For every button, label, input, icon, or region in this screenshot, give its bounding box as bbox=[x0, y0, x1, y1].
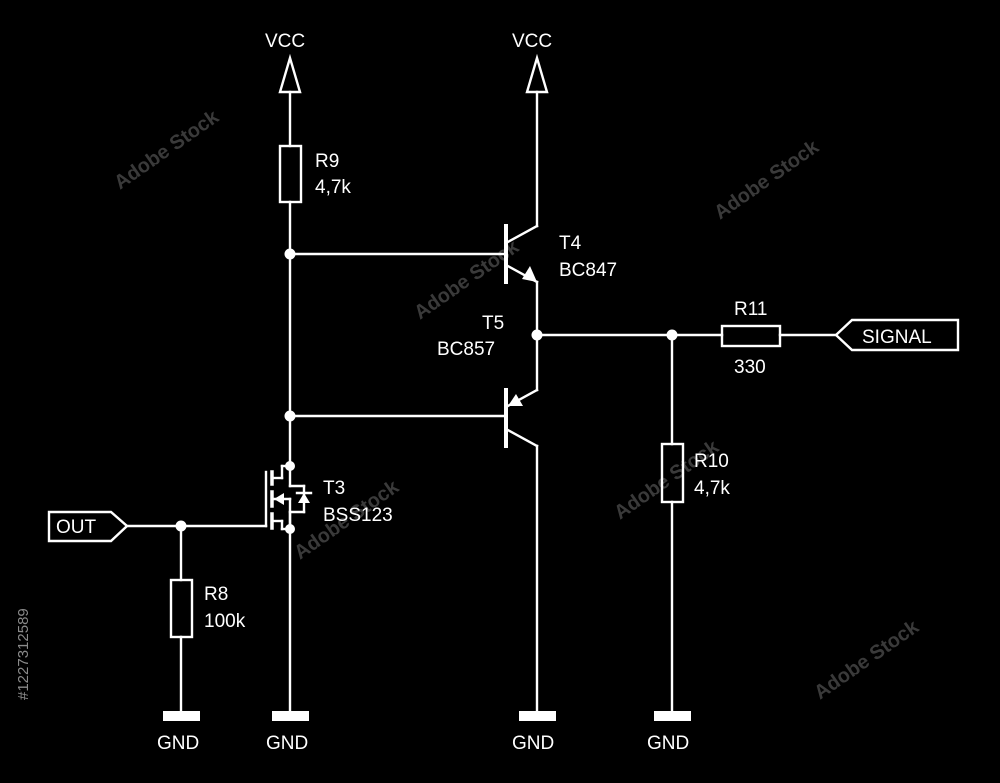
r10-value: 4,7k bbox=[694, 478, 730, 499]
vcc-left-symbol: VCC bbox=[265, 31, 305, 94]
t4-part: BC847 bbox=[559, 260, 617, 281]
resistor-r9: R9 4,7k bbox=[278, 144, 351, 204]
r9-ref: R9 bbox=[315, 151, 339, 172]
r11-ref: R11 bbox=[734, 299, 767, 320]
gnd-label: GND bbox=[266, 733, 308, 754]
port-out-label: OUT bbox=[56, 517, 97, 538]
ground-r8: GND bbox=[157, 711, 200, 754]
t4-ref: T4 bbox=[559, 233, 582, 254]
r8-value: 100k bbox=[204, 611, 246, 632]
t3-part: BSS123 bbox=[323, 505, 393, 526]
resistor-r8: R8 100k bbox=[169, 578, 246, 639]
r11-value: 330 bbox=[734, 357, 766, 378]
gnd-label: GND bbox=[512, 733, 554, 754]
transistor-t4-npn: T4 BC847 bbox=[504, 224, 617, 284]
vcc-right-label: VCC bbox=[512, 31, 552, 52]
ground-r10: GND bbox=[647, 711, 691, 754]
watermark-brand: Adobe Stock bbox=[810, 615, 923, 704]
junction-dot bbox=[284, 410, 296, 422]
transistor-t5-pnp: T5 BC857 bbox=[437, 313, 539, 448]
vcc-right-symbol: VCC bbox=[512, 31, 552, 94]
ground-t5: GND bbox=[512, 711, 556, 754]
junction-dot bbox=[284, 248, 296, 260]
watermark-brand: Adobe Stock bbox=[710, 135, 823, 224]
port-signal: SIGNAL bbox=[834, 318, 960, 352]
resistor-r10: R10 4,7k bbox=[660, 442, 730, 504]
port-signal-label: SIGNAL bbox=[862, 327, 932, 348]
port-out: OUT bbox=[47, 510, 129, 543]
ground-t3: GND bbox=[266, 711, 309, 754]
junction-dot bbox=[666, 329, 678, 341]
junctions bbox=[175, 248, 678, 534]
t3-ref: T3 bbox=[323, 478, 345, 499]
t5-ref: T5 bbox=[482, 313, 504, 334]
stock-id-watermark: #1227312589 bbox=[15, 608, 32, 700]
r8-ref: R8 bbox=[204, 584, 228, 605]
resistor-r11: R11 330 bbox=[720, 299, 782, 378]
junction-dot bbox=[175, 520, 187, 532]
gnd-label: GND bbox=[157, 733, 199, 754]
r9-value: 4,7k bbox=[315, 177, 351, 198]
gnd-label: GND bbox=[647, 733, 689, 754]
r10-ref: R10 bbox=[694, 451, 729, 472]
watermark-brand: Adobe Stock bbox=[110, 105, 223, 194]
transistor-t3-mosfet: T3 BSS123 bbox=[264, 464, 393, 531]
wires bbox=[125, 90, 838, 714]
t5-part: BC857 bbox=[437, 339, 495, 360]
vcc-left-label: VCC bbox=[265, 31, 305, 52]
junction-dot bbox=[531, 329, 543, 341]
